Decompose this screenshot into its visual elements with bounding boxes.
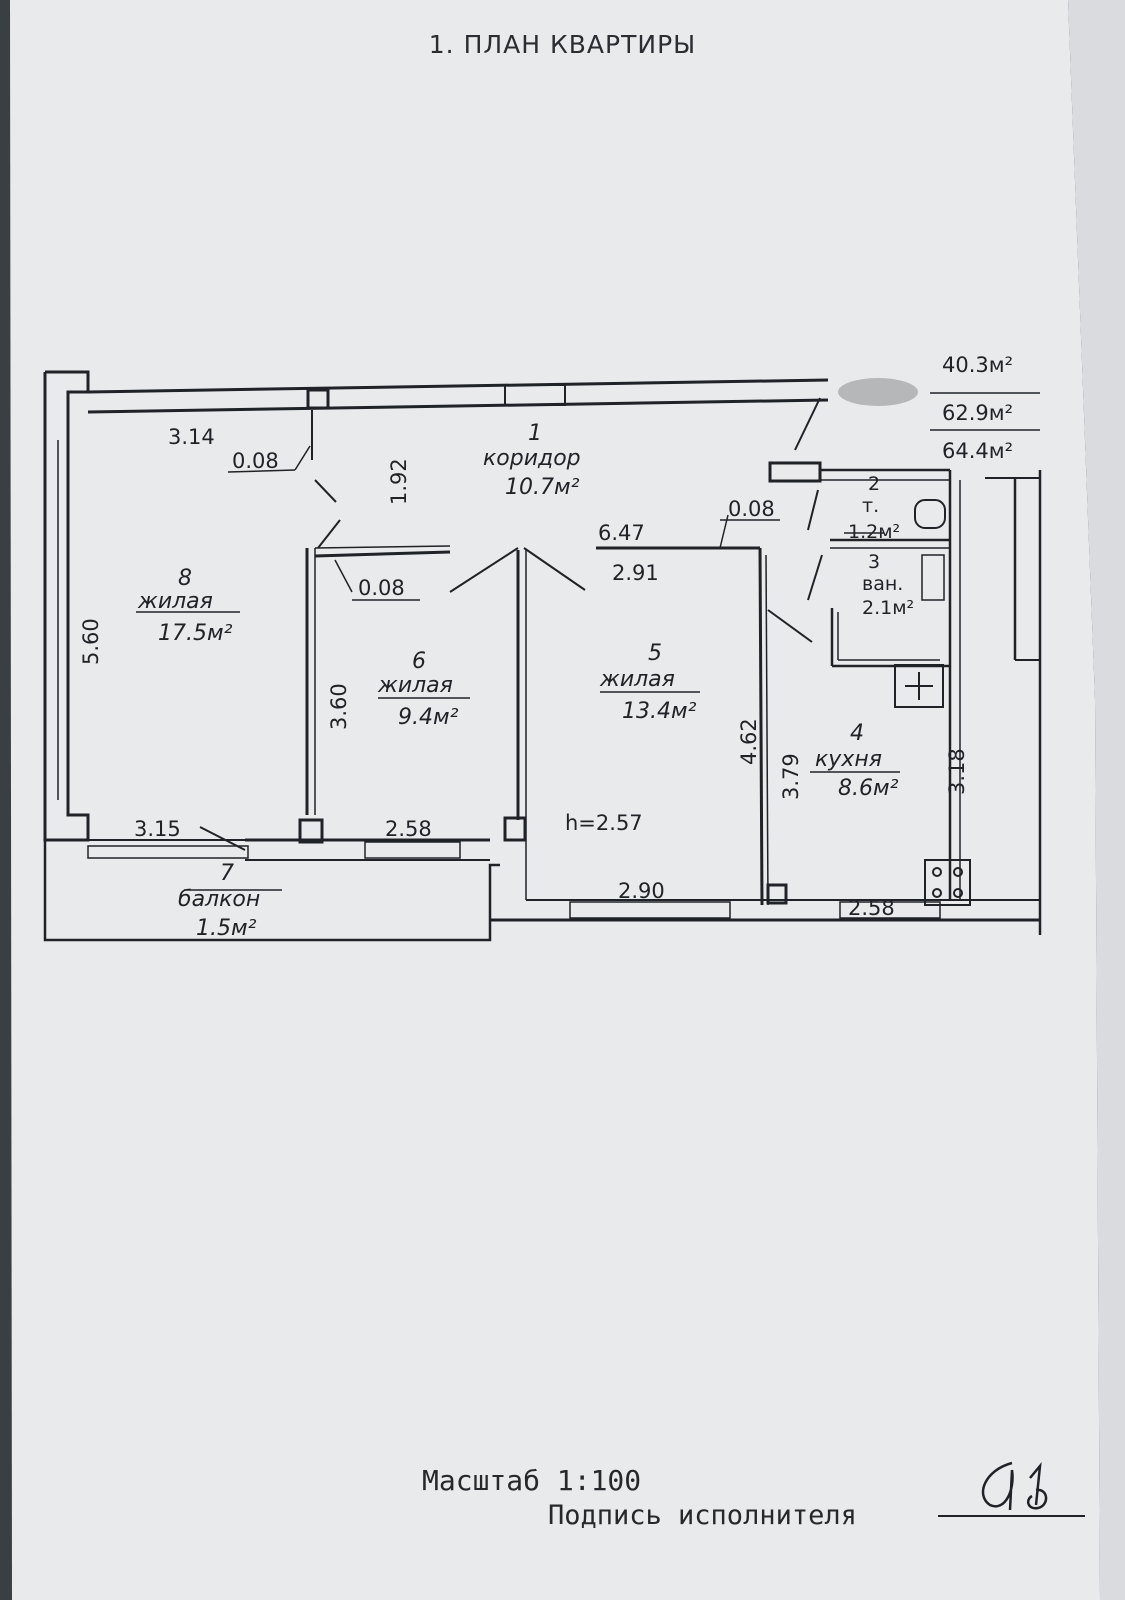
dim-2-91: 2.91 (612, 561, 659, 585)
room-4-name: кухня (815, 747, 882, 772)
room-3-name: ван. (862, 573, 903, 595)
room-2-number: 2 (868, 473, 880, 495)
room-2-area: 1.2м² (848, 521, 900, 543)
room-1-number: 1 (528, 421, 542, 446)
dim-2-58-a: 2.58 (385, 817, 432, 841)
signature-label: Подпись исполнителя (548, 1500, 857, 1531)
dim-3-60: 3.60 (327, 683, 351, 730)
dim-2-90: 2.90 (618, 879, 665, 903)
room-4-area: 8.6м² (838, 776, 899, 801)
room-3-area: 2.1м² (862, 597, 914, 619)
room-1-name: коридор (483, 446, 581, 471)
room-5-name: жилая (599, 667, 675, 692)
smudge (838, 378, 918, 406)
paper (10, 0, 1100, 1600)
room-7-number: 7 (220, 861, 234, 886)
total-area-1: 40.3м² (942, 353, 1013, 377)
room-8-number: 8 (178, 566, 192, 591)
room-6-name: жилая (377, 673, 453, 698)
room-6-number: 6 (412, 649, 426, 674)
dim-3-14: 3.14 (168, 425, 215, 449)
room-4-number: 4 (850, 721, 864, 746)
room-3-number: 3 (868, 551, 880, 573)
dim-0-08-a: 0.08 (232, 449, 279, 473)
document-title: 1. ПЛАН КВАРТИРЫ (428, 30, 697, 59)
room-7-name: балкон (178, 887, 260, 912)
room-5-area: 13.4м² (622, 699, 697, 724)
dim-4-62: 4.62 (737, 718, 761, 765)
room-2-name: т. (862, 495, 879, 517)
signature (981, 1461, 1048, 1511)
dim-3-15: 3.15 (134, 817, 181, 841)
paper-edge-fold (1068, 0, 1125, 1600)
dim-3-79: 3.79 (779, 753, 803, 800)
scale-label: Масштаб 1:100 (422, 1464, 642, 1497)
dim-0-08-c: 0.08 (728, 497, 775, 521)
total-area-3: 64.4м² (942, 439, 1013, 463)
dim-6-47: 6.47 (598, 521, 645, 545)
room-6-area: 9.4м² (398, 705, 459, 730)
dim-2-58-b: 2.58 (848, 896, 895, 920)
ceiling-height: h=2.57 (565, 811, 643, 835)
room-5-number: 5 (648, 641, 662, 666)
floor-plan (43, 370, 1042, 942)
room-8-area: 17.5м² (158, 621, 233, 646)
dim-5-60: 5.60 (79, 618, 103, 665)
room-8-name: жилая (137, 589, 213, 614)
total-area-2: 62.9м² (942, 401, 1013, 425)
dim-3-18: 3.18 (945, 748, 969, 795)
dim-0-08-b: 0.08 (358, 576, 405, 600)
room-7-area: 1.5м² (196, 916, 257, 941)
room-1-area: 10.7м² (505, 475, 580, 500)
dim-1-92: 1.92 (387, 458, 411, 505)
